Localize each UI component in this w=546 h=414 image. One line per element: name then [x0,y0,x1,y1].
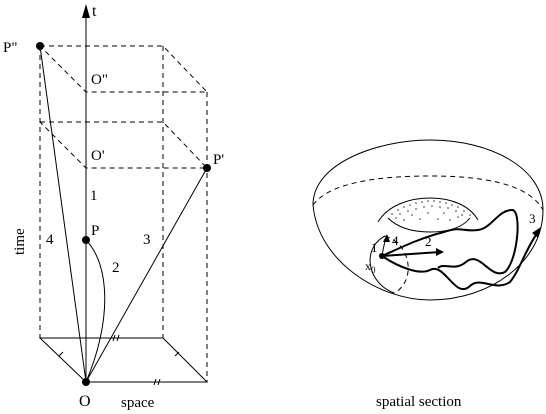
hole-shading [391,200,471,221]
time-axis-label: t [92,3,97,20]
torus-hole-top [377,197,479,223]
path-label-3: 3 [143,232,151,248]
meridian-back [384,235,409,294]
label-o-prime: O' [91,148,105,164]
identification-tick [153,378,157,386]
label-o-double-prime: O" [91,72,108,88]
future-slice-upper [39,45,209,93]
caption-spatial-section: spatial section [376,394,462,410]
loop-4-arrowhead [383,234,390,242]
path-2 [85,239,106,383]
time-axis-arrowhead [82,4,90,18]
meridian-front [369,235,395,294]
point-p-prime [203,164,211,172]
space-plane [38,337,209,383]
loop-3 [381,231,539,290]
loop-label-1: 1 [371,240,378,255]
identification-tick [58,351,64,357]
loop-2-arrowhead [436,248,444,256]
point-x0 [379,253,385,259]
loop-label-4: 4 [392,233,399,248]
torus-diagram: 1 4 2 3 x0 spatial section [312,139,544,410]
label-p-double-prime: P" [3,40,17,56]
identification-tick [112,334,116,342]
label-x0: x0 [365,259,376,275]
space-label: space [121,395,155,411]
torus-outer-bottom [312,204,544,301]
label-o: O [79,393,91,410]
loop-3-arrowhead [532,227,541,238]
future-slice-middle [39,121,209,169]
point-p-double-prime [36,42,44,50]
loop-1 [381,208,519,275]
loop-label-3: 3 [529,211,536,226]
loop-2 [381,251,441,257]
path-label-1: 1 [90,188,98,204]
path-label-2: 2 [112,260,120,276]
torus-hole-lip [387,217,471,233]
identification-tick [157,378,161,386]
point-p [82,236,90,244]
path-4 [39,45,87,383]
point-o [82,378,90,386]
label-p-prime: P' [213,152,224,168]
time-label: time [12,228,28,255]
path-label-4: 4 [46,232,54,248]
torus-back-rim [312,175,544,211]
loop-label-2: 2 [425,234,432,249]
torus-outer-top [312,139,544,211]
path-3 [85,167,208,383]
spacetime-diagram: t P" O" O' P' P O 1 2 3 4 time space [3,3,224,411]
identification-tick [174,351,180,357]
label-p: P [91,223,99,239]
identification-tick [116,334,120,342]
